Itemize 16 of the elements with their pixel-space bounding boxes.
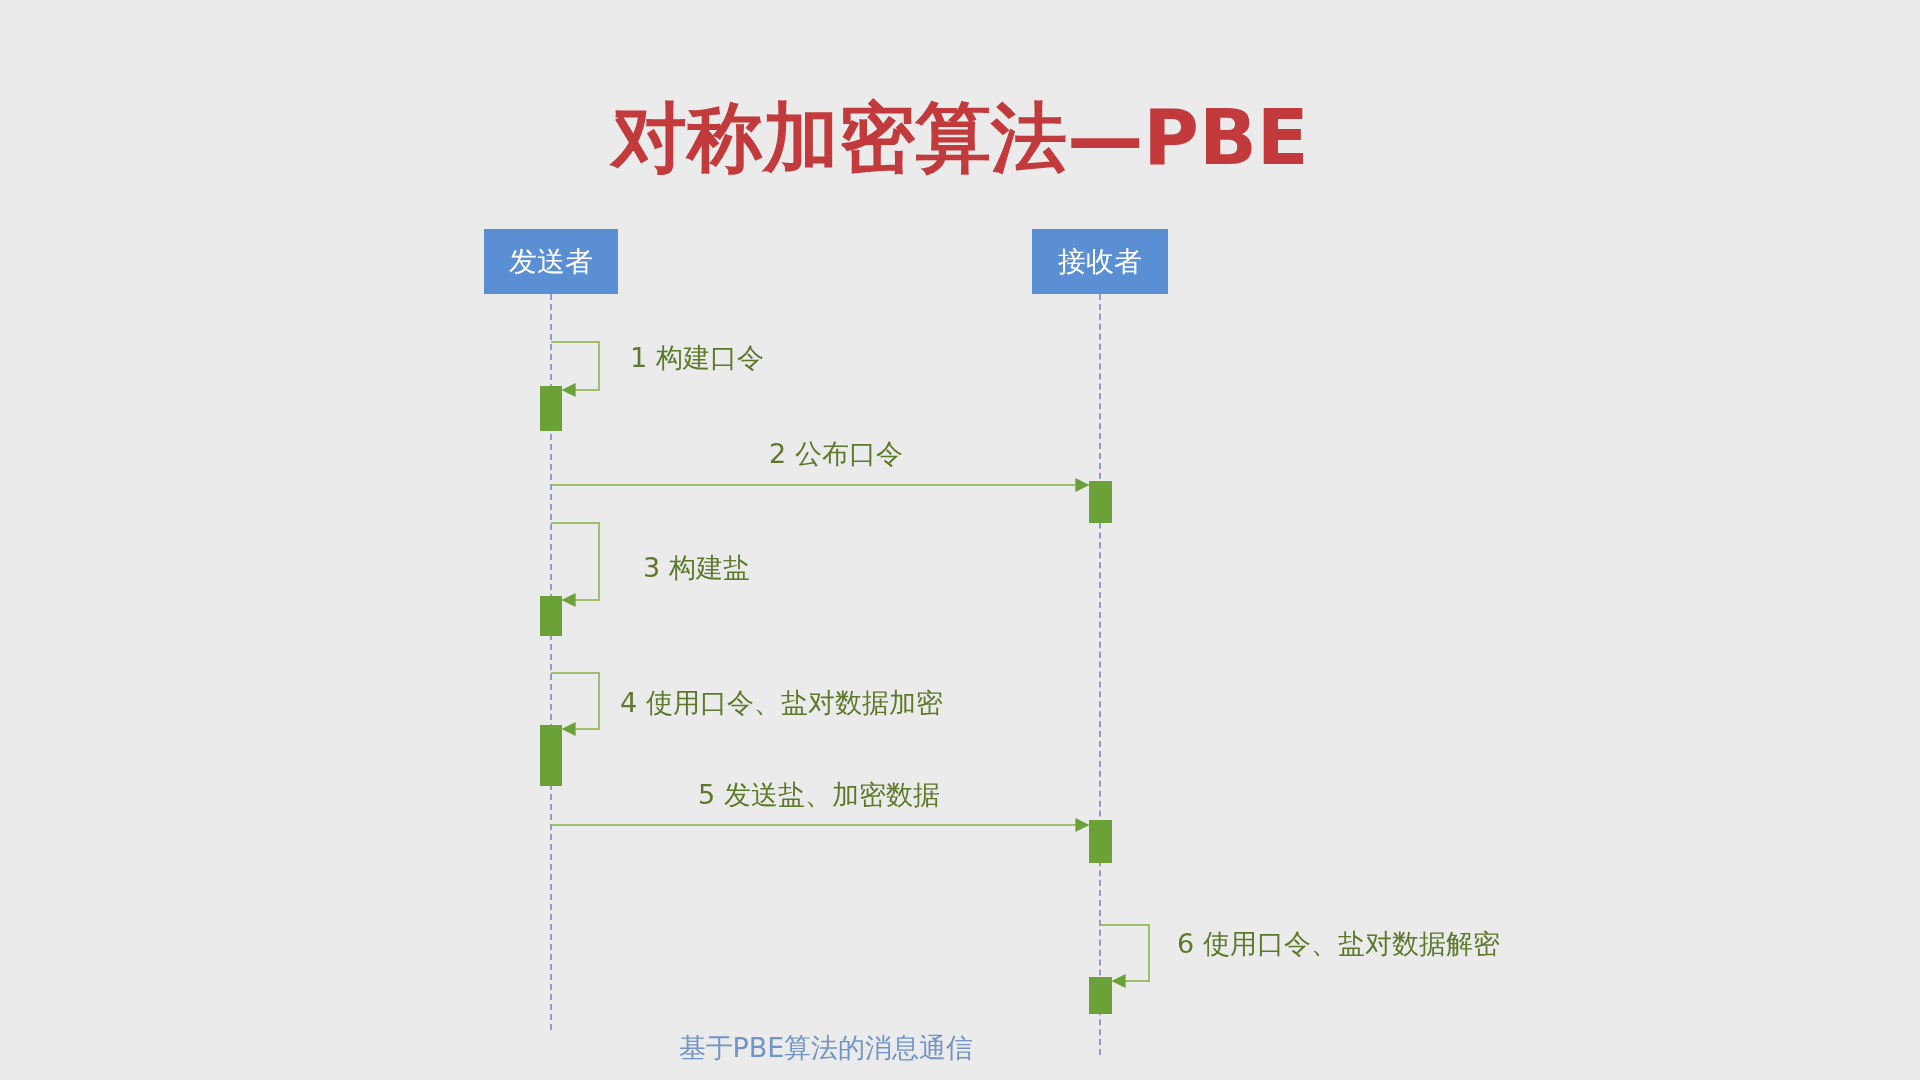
- activation-bar: [540, 596, 562, 636]
- title: 对称加密算法—PBE: [611, 92, 1309, 184]
- activation-bar: [540, 386, 562, 431]
- activation-bar: [1089, 977, 1112, 1014]
- message-arrow: [550, 341, 600, 397]
- activation-bar: [540, 725, 562, 786]
- message-arrow: [550, 522, 600, 607]
- caption: 基于PBE算法的消息通信: [678, 1031, 974, 1065]
- message-arrow: [1099, 924, 1150, 988]
- participant-box: 发送者: [484, 229, 618, 294]
- message-arrow: [550, 672, 600, 736]
- activation-bar: [1089, 820, 1112, 863]
- message-arrow: [550, 818, 1090, 832]
- activation-bar: [1089, 481, 1112, 523]
- participant-box: 接收者: [1032, 229, 1168, 294]
- message-arrow: [550, 478, 1090, 492]
